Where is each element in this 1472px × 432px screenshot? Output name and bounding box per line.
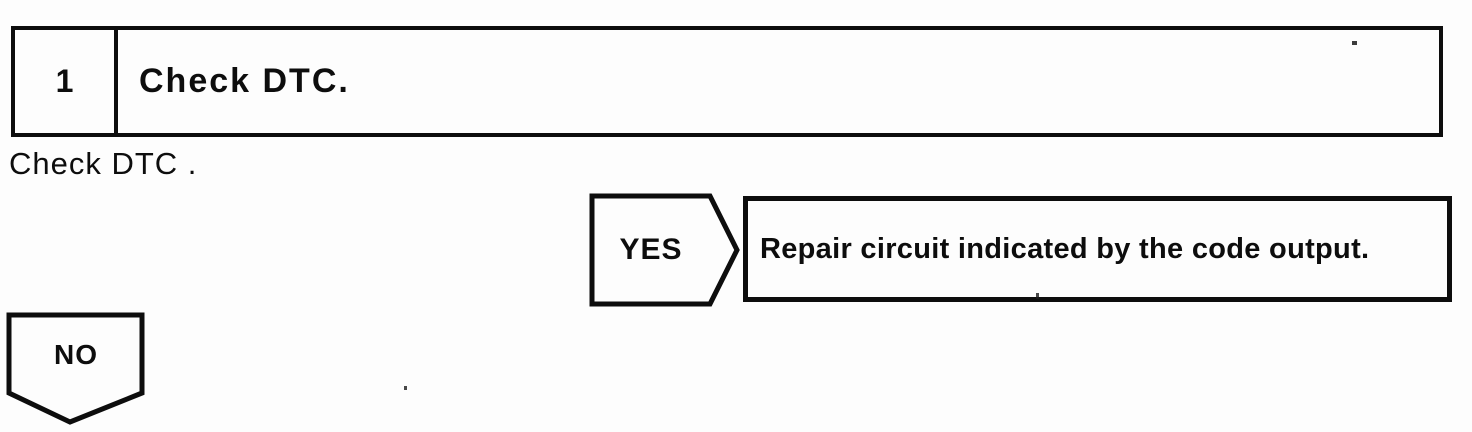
instruction-text: Check DTC .: [9, 146, 198, 181]
step-header-box: 1 Check DTC.: [11, 26, 1443, 137]
yes-connector-shape: [589, 193, 740, 307]
step-number: 1: [55, 63, 74, 99]
yes-label: YES: [619, 233, 683, 266]
step-title: Check DTC.: [139, 62, 350, 100]
no-label: NO: [54, 339, 98, 370]
scan-speck: [1036, 293, 1039, 299]
no-connector-shape: [6, 312, 145, 425]
yes-result-box: Repair circuit indicated by the code out…: [743, 196, 1452, 302]
step-number-cell: 1: [15, 30, 118, 133]
yes-connector: YES: [588, 192, 743, 308]
scan-speck: [404, 386, 407, 390]
yes-result-text: Repair circuit indicated by the code out…: [760, 232, 1370, 265]
no-connector: NO: [5, 311, 147, 429]
scan-speck: [1352, 41, 1357, 45]
step-title-cell: Check DTC.: [118, 30, 1439, 133]
